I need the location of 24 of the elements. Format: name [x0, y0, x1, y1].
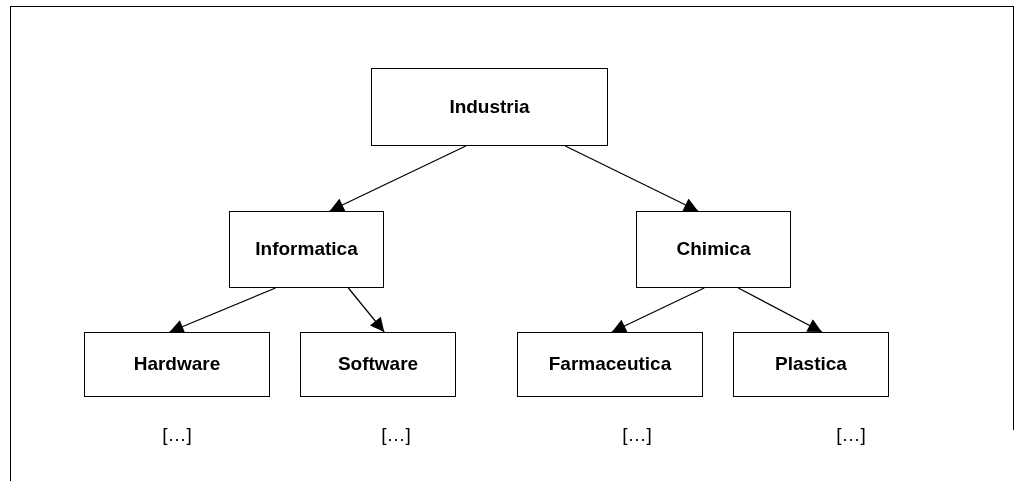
category-box — [229, 211, 384, 288]
arrow — [564, 145, 699, 212]
box-label: Informatica — [255, 237, 358, 262]
category-box — [733, 332, 889, 397]
box-label: Industria — [449, 94, 530, 119]
box-label: Hardware — [133, 352, 221, 377]
arrow — [329, 145, 467, 212]
box-label: Software — [337, 352, 419, 377]
ellipsis-label: […] — [836, 423, 866, 447]
box-label: Farmaceutica — [548, 352, 672, 377]
category-box — [636, 211, 791, 288]
category-box — [300, 332, 456, 397]
box-label: Chimica — [676, 237, 751, 262]
arrow — [168, 287, 277, 334]
box-label: Plastica — [775, 352, 847, 377]
category-box — [84, 332, 270, 397]
category-box — [371, 68, 608, 146]
arrow — [347, 287, 385, 333]
category-box — [517, 332, 703, 397]
arrow — [611, 287, 705, 333]
ellipsis-label: […] — [622, 423, 652, 447]
ellipsis-label: […] — [381, 423, 411, 447]
ellipsis-label: […] — [162, 423, 192, 447]
arrow — [737, 287, 823, 333]
